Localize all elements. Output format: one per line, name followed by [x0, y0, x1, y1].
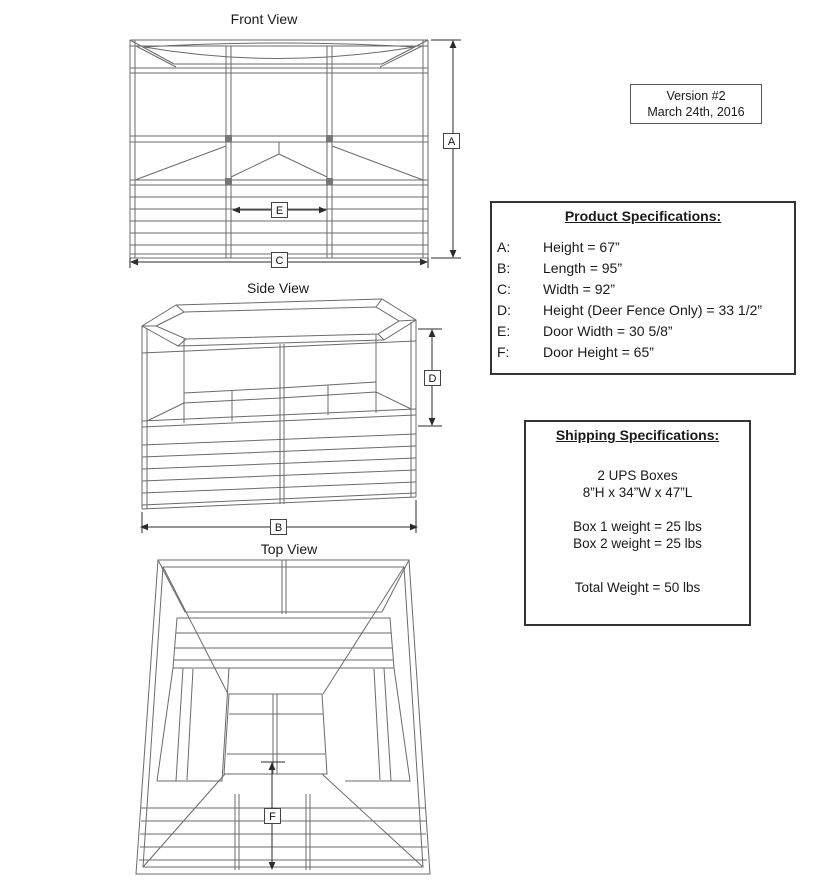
- spec-value-f: Door Height = 65”: [543, 344, 654, 360]
- side-view-title: Side View: [246, 280, 309, 296]
- spec-key-d: D:: [497, 302, 511, 318]
- spec-value-c: Width = 92”: [543, 281, 615, 297]
- version-number: Version #2: [666, 89, 726, 103]
- spec-key-b: B:: [497, 260, 511, 276]
- top-structure-lines: [135, 559, 431, 875]
- dim-label-d: D: [424, 370, 441, 386]
- product-specifications-list: A: Height = 67” B: Length = 95” C: Width…: [492, 237, 794, 363]
- total-weight-line: Total Weight = 50 lbs: [574, 580, 701, 595]
- shipping-specifications-box: Shipping Specifications: 2 UPS Boxes 8”H…: [524, 420, 751, 626]
- front-structure-lines: [129, 39, 429, 259]
- product-specifications-title: Product Specifications:: [564, 208, 722, 224]
- front-view-title: Front View: [230, 11, 298, 27]
- spec-row-e: E: Door Width = 30 5/8”: [492, 321, 794, 342]
- shipping-specifications-title: Shipping Specifications:: [555, 427, 720, 443]
- dim-label-a: A: [443, 133, 460, 149]
- spec-value-d: Height (Deer Fence Only) = 33 1/2”: [543, 302, 763, 318]
- spec-row-f: F: Door Height = 65”: [492, 342, 794, 363]
- spec-key-a: A:: [497, 239, 511, 255]
- side-view-drawing: [140, 298, 442, 533]
- spec-row-c: C: Width = 92”: [492, 279, 794, 300]
- dim-label-b: B: [270, 519, 287, 535]
- product-specifications-box: Product Specifications: A: Height = 67” …: [490, 201, 796, 375]
- spec-key-f: F:: [497, 344, 510, 360]
- top-view-title: Top View: [260, 541, 318, 557]
- box2-weight-line: Box 2 weight = 25 lbs: [573, 536, 702, 551]
- spec-key-c: C:: [497, 281, 511, 297]
- spec-value-a: Height = 67”: [543, 239, 620, 255]
- side-dimension-lines: [140, 328, 442, 533]
- top-view-drawing: [135, 559, 431, 875]
- box-dimensions-line: 8”H x 34”W x 47”L: [582, 485, 693, 500]
- dim-label-e: E: [271, 202, 288, 218]
- ups-boxes-line: 2 UPS Boxes: [597, 468, 678, 483]
- shipping-total: Total Weight = 50 lbs: [526, 579, 749, 596]
- dim-label-f: F: [264, 808, 281, 824]
- front-view-drawing: [129, 39, 461, 268]
- version-date: March 24th, 2016: [647, 105, 745, 119]
- shipping-weights: Box 1 weight = 25 lbs Box 2 weight = 25 …: [526, 518, 749, 552]
- version-box: Version #2 March 24th, 2016: [630, 84, 762, 124]
- spec-row-d: D: Height (Deer Fence Only) = 33 1/2”: [492, 300, 794, 321]
- shipping-box-info: 2 UPS Boxes 8”H x 34”W x 47”L: [526, 467, 749, 501]
- dim-label-c: C: [271, 252, 288, 268]
- side-structure-lines: [141, 298, 417, 510]
- box1-weight-line: Box 1 weight = 25 lbs: [573, 519, 702, 534]
- spec-key-e: E:: [497, 323, 511, 339]
- spec-row-a: A: Height = 67”: [492, 237, 794, 258]
- spec-row-b: B: Length = 95”: [492, 258, 794, 279]
- spec-value-e: Door Width = 30 5/8”: [543, 323, 673, 339]
- front-dimension-lines: [129, 39, 461, 268]
- spec-value-b: Length = 95”: [543, 260, 623, 276]
